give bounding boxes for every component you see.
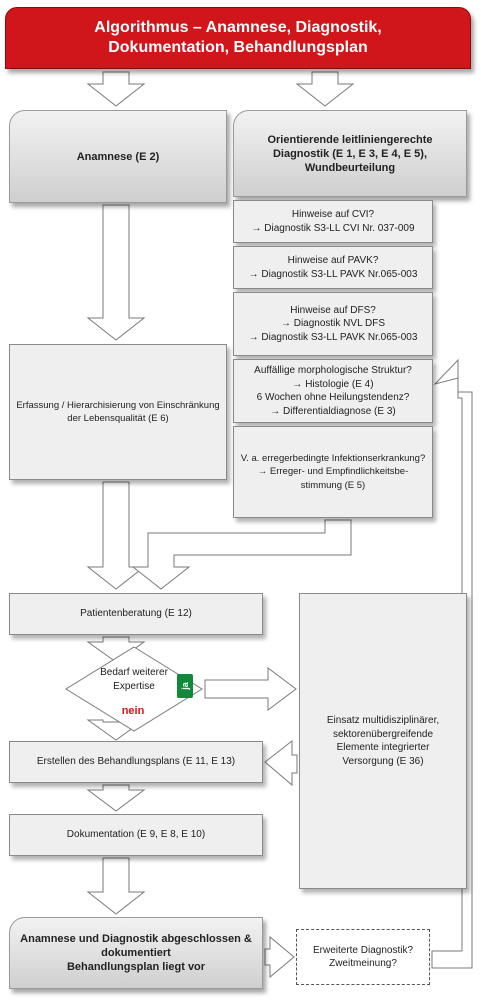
anamnese-box: Anamnese (E 2) xyxy=(9,110,227,203)
einsatz-line-4: Versorgung (E 36) xyxy=(342,755,424,767)
einsatz-line-2: sektorenübergreifende xyxy=(332,728,434,740)
cvi-line-1: Hinweise auf CVI? xyxy=(291,209,375,220)
erfassung-line-1: Erfassung / Hierarchisierung von Einschr… xyxy=(16,399,220,411)
infekt-line-1: V. a. erregerbedingte Infektionserkranku… xyxy=(240,452,426,464)
final-line-2: dokumentiert xyxy=(101,947,171,959)
erweiterte-diagnostik-box: Erweiterte Diagnostik? Zweitmeinung? xyxy=(296,929,430,985)
orientierende-diagnostik-box: Orientierende leitliniengerechte Diagnos… xyxy=(233,110,467,197)
erweitert-line-2: Zweitmeinung? xyxy=(329,958,397,969)
morph-line-2: → Histologie (E 4) xyxy=(292,378,374,390)
einsatz-box: Einsatz multidisziplinärer, sektorenüber… xyxy=(299,593,467,889)
dfs-line-2: → Diagnostik NVL DFS xyxy=(280,318,386,330)
doku-label: Dokumentation (E 9, E 8, E 10) xyxy=(66,829,206,841)
infekt-line-2: → Erreger- und Empfindlichkeitsbe- xyxy=(257,466,409,478)
cvi-line-2: → Diagnostik S3-LL CVI Nr. 037-009 xyxy=(251,222,415,234)
arrow-erfassung-to-beratung xyxy=(86,481,146,590)
pavk-line-1: Hinweise auf PAVK? xyxy=(287,255,379,266)
decision-line-2: Expertise xyxy=(113,681,155,692)
dfs-line-1: Hinweise auf DFS? xyxy=(290,304,376,316)
infektion-box: V. a. erregerbedingte Infektionserkranku… xyxy=(233,426,433,518)
arrow-anamnese-to-erfassung xyxy=(86,204,146,341)
final-line-1: Anamnese und Diagnostik abgeschlossen & xyxy=(20,933,252,945)
orientierend-line-2: Diagnostik (E 1, E 3, E 4, E 5), xyxy=(272,147,428,160)
morph-line-3: 6 Wochen ohne Heilungstendenz? xyxy=(256,392,410,403)
final-line-3: Behandlungsplan liegt vor xyxy=(66,961,206,973)
decision-text: Bedarf weiterer Expertise xyxy=(92,666,176,694)
erweitert-line-1: Erweiterte Diagnostik? xyxy=(312,944,414,956)
dokumentation-box: Dokumentation (E 9, E 8, E 10) xyxy=(9,814,263,856)
plan-label: Erstellen des Behandlungsplans (E 11, E … xyxy=(36,756,236,768)
decision-yes-label: ja xyxy=(177,674,193,698)
arrow-doku-to-final xyxy=(86,857,146,915)
einsatz-line-3: Elemente integrierter xyxy=(336,742,430,753)
decision-no-label: nein xyxy=(121,705,145,717)
beratung-label: Patientenberatung (E 12) xyxy=(80,608,192,620)
einsatz-line-1: Einsatz multidisziplinärer, xyxy=(326,715,440,726)
arrow-decision-yes xyxy=(204,667,297,711)
orientierend-line-1: Orientierende leitliniengerechte xyxy=(267,133,433,146)
title-banner: Algorithmus – Anamnese, Diagnostik, Doku… xyxy=(5,7,471,69)
arrow-final-to-erweitert xyxy=(264,935,295,979)
title-line-1: Algorithmus – Anamnese, Diagnostik, xyxy=(94,19,382,36)
cvi-box: Hinweise auf CVI? → Diagnostik S3-LL CVI… xyxy=(233,200,433,243)
arrow-diagnostik-to-beratung xyxy=(131,519,352,590)
orientierend-line-3: Wundbeurteilung xyxy=(304,161,396,174)
title-line-2: Dokumentation, Behandlungsplan xyxy=(108,39,368,56)
pavk-box: Hinweise auf PAVK? → Diagnostik S3-LL PA… xyxy=(233,246,433,289)
infekt-line-3: stimmung (E 5) xyxy=(300,479,366,491)
arrow-plan-to-doku xyxy=(86,784,146,812)
morph-line-4: → Differentialdiagnose (E 3) xyxy=(270,405,396,417)
dfs-line-3: → Diagnostik S3-LL PAVK Nr.065-003 xyxy=(248,331,418,343)
morphologie-box: Auffällige morphologische Struktur? → Hi… xyxy=(233,359,433,423)
abschluss-box: Anamnese und Diagnostik abgeschlossen & … xyxy=(9,917,263,989)
erfassung-box: Erfassung / Hierarchisierung von Einschr… xyxy=(9,344,227,480)
arrow-einsatz-to-plan xyxy=(264,739,298,787)
arrow-title-to-orientierend xyxy=(295,71,355,107)
patientenberatung-box: Patientenberatung (E 12) xyxy=(9,593,263,635)
dfs-box: Hinweise auf DFS? → Diagnostik NVL DFS →… xyxy=(233,292,433,356)
behandlungsplan-box: Erstellen des Behandlungsplans (E 11, E … xyxy=(9,741,263,783)
erfassung-line-2: der Lebensqualität (E 6) xyxy=(67,413,169,424)
decision-line-1: Bedarf weiterer xyxy=(100,667,168,678)
anamnese-label: Anamnese (E 2) xyxy=(76,150,160,163)
arrow-title-to-anamnese xyxy=(86,71,146,107)
morph-line-1: Auffällige morphologische Struktur? xyxy=(254,365,412,376)
pavk-line-2: → Diagnostik S3-LL PAVK Nr.065-003 xyxy=(248,268,418,280)
